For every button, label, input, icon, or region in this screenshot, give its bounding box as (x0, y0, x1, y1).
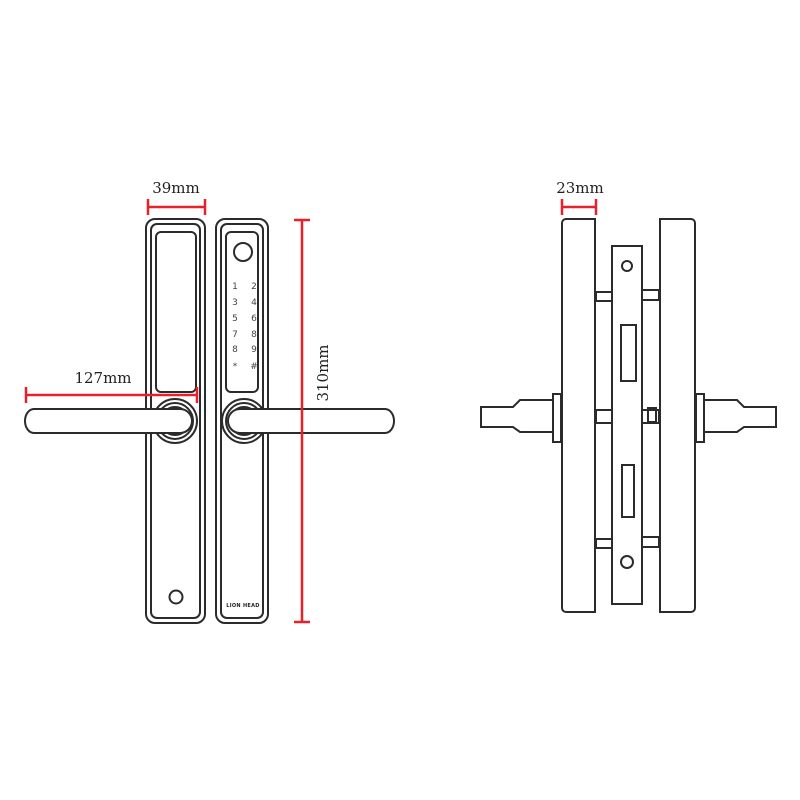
inside-plate-window (155, 231, 197, 393)
key-cylinder-icon (168, 589, 184, 605)
key-7: 7 (232, 330, 238, 340)
key-6: 6 (251, 314, 257, 324)
outside-lever (221, 398, 395, 444)
height-label: 310mm (314, 344, 332, 401)
width-label: 39mm (152, 179, 200, 197)
keypad-panel (225, 231, 259, 393)
dimension-height: 310mm (294, 218, 332, 624)
key-4: 4 (251, 298, 257, 308)
dimension-width: 39mm (146, 179, 207, 215)
dimension-thickness: 23mm (556, 179, 604, 215)
key-2: 2 (251, 282, 257, 292)
key-3: 3 (232, 298, 238, 308)
side-plate-left (561, 218, 596, 613)
brand-logo: LION HEAD (226, 603, 260, 609)
mortise-lock-body (611, 245, 643, 605)
key-8b: 8 (232, 345, 238, 355)
thickness-label: 23mm (556, 179, 604, 197)
front-view: 1 2 3 4 5 6 7 8 8 9 * # LION HEAD (24, 179, 395, 624)
spindles (595, 289, 660, 549)
key-1: 1 (232, 282, 238, 292)
dimension-lever-length: 127mm (24, 369, 199, 403)
deadbolt-slot (621, 464, 635, 518)
key-star: * (233, 362, 238, 372)
side-lever-right (695, 393, 777, 443)
key-hash: # (250, 362, 258, 372)
side-plate-right (659, 218, 696, 613)
inside-lever (24, 398, 198, 444)
keypad: 1 2 3 4 5 6 7 8 8 9 * # (232, 282, 258, 372)
side-view: 23mm (480, 179, 777, 613)
key-5: 5 (232, 314, 238, 324)
key-9: 9 (251, 345, 257, 355)
latch-slot (620, 324, 637, 382)
keypad-plate: 1 2 3 4 5 6 7 8 8 9 * # LION HEAD (215, 218, 269, 624)
key-8: 8 (251, 330, 257, 340)
side-lever-left (480, 393, 562, 443)
fingerprint-sensor-icon (233, 242, 253, 262)
lever-length-label: 127mm (74, 369, 131, 387)
